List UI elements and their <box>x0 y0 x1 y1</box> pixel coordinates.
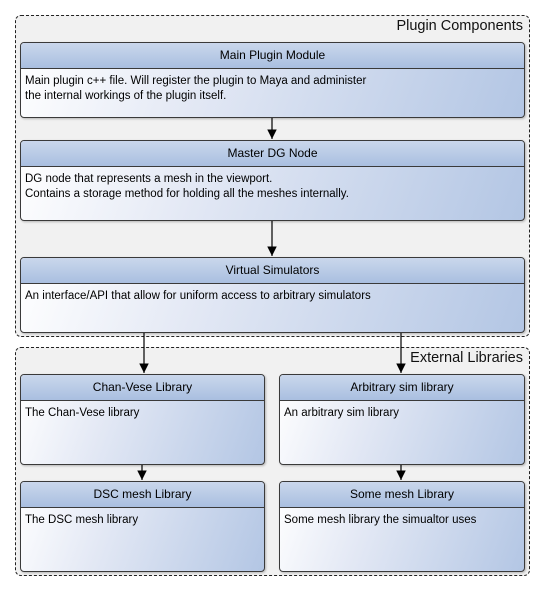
description-line: Some mesh library the simualtor uses <box>284 514 477 526</box>
virtual-simulators-title: Virtual Simulators <box>21 258 524 284</box>
description-line: the internal workings of the plugin itse… <box>25 89 227 102</box>
virtual-simulators-description: An interface/API that allow for uniform … <box>21 284 524 304</box>
main-plugin-module-title: Main Plugin Module <box>21 43 524 69</box>
description-line: The Chan-Vese library <box>25 407 140 419</box>
main-plugin-module-description: Main plugin c++ file. Will register the … <box>21 69 524 103</box>
dsc-mesh-library-title: DSC mesh Library <box>21 482 264 508</box>
description-line: An interface/API that allow for uniform … <box>25 290 371 302</box>
chan-vese-library-box[interactable]: Chan-Vese Library The Chan-Vese library <box>20 374 265 465</box>
master-dg-node-description: DG node that represents a mesh in the vi… <box>21 167 524 201</box>
dsc-mesh-library-description: The DSC mesh library <box>21 508 264 528</box>
master-dg-node-box[interactable]: Master DG Node DG node that represents a… <box>20 140 525 221</box>
description-line: DG node that represents a mesh in the vi… <box>25 173 273 185</box>
master-dg-node-title: Master DG Node <box>21 141 524 167</box>
virtual-simulators-box[interactable]: Virtual Simulators An interface/API that… <box>20 257 525 333</box>
some-mesh-library-box[interactable]: Some mesh Library Some mesh library the … <box>279 481 525 572</box>
chan-vese-library-description: The Chan-Vese library <box>21 401 264 421</box>
dsc-mesh-library-box[interactable]: DSC mesh Library The DSC mesh library <box>20 481 265 572</box>
arbitrary-sim-library-box[interactable]: Arbitrary sim library An arbitrary sim l… <box>279 374 525 465</box>
description-line: Main plugin c++ file. Will register the … <box>25 75 367 87</box>
description-line: The DSC mesh library <box>25 514 139 526</box>
some-mesh-library-description: Some mesh library the simualtor uses <box>280 508 524 528</box>
external-libraries-title: External Libraries <box>410 350 523 366</box>
arbitrary-sim-library-title: Arbitrary sim library <box>280 375 524 401</box>
chan-vese-library-title: Chan-Vese Library <box>21 375 264 401</box>
arbitrary-sim-library-description: An arbitrary sim library <box>280 401 524 421</box>
plugin-components-title: Plugin Components <box>396 18 523 34</box>
description-line: An arbitrary sim library <box>284 407 400 419</box>
description-line: Contains a storage method for holding al… <box>25 187 349 200</box>
some-mesh-library-title: Some mesh Library <box>280 482 524 508</box>
main-plugin-module-box[interactable]: Main Plugin Module Main plugin c++ file.… <box>20 42 525 118</box>
